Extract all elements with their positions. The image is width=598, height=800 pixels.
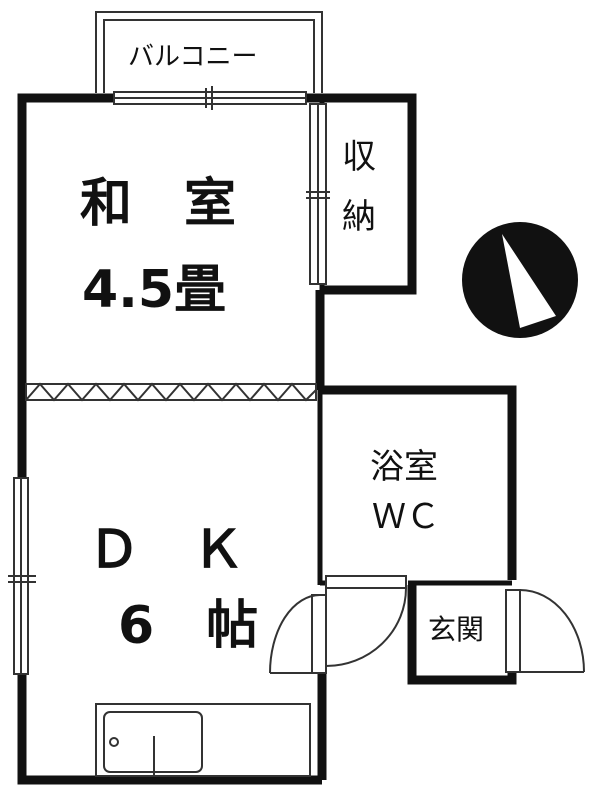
washitsu-label: 和 室 <box>80 174 237 234</box>
outer-walls <box>17 93 517 785</box>
partition-doors <box>25 382 317 402</box>
dk-label: Ｄ Ｋ <box>88 520 245 580</box>
kitchen-counter <box>95 703 311 777</box>
dk-size: 6 帖 <box>118 596 259 656</box>
wc-label: ＷＣ <box>372 497 440 537</box>
balcony <box>95 11 323 93</box>
entrance-label: 玄関 <box>428 613 485 646</box>
storage-label-1: 収 <box>342 137 376 177</box>
balcony-window <box>113 86 307 110</box>
dk-window <box>8 477 36 675</box>
north-compass-icon <box>462 222 578 338</box>
bath-label: 浴室 <box>370 447 438 487</box>
storage-doors <box>306 103 330 285</box>
entrance-door <box>505 589 585 673</box>
balcony-label: バルコニー <box>128 42 258 72</box>
dk-door <box>269 594 327 674</box>
bath-door <box>325 575 407 667</box>
washitsu-size: 4.5畳 <box>82 260 227 320</box>
storage-label-2: 納 <box>342 197 376 237</box>
